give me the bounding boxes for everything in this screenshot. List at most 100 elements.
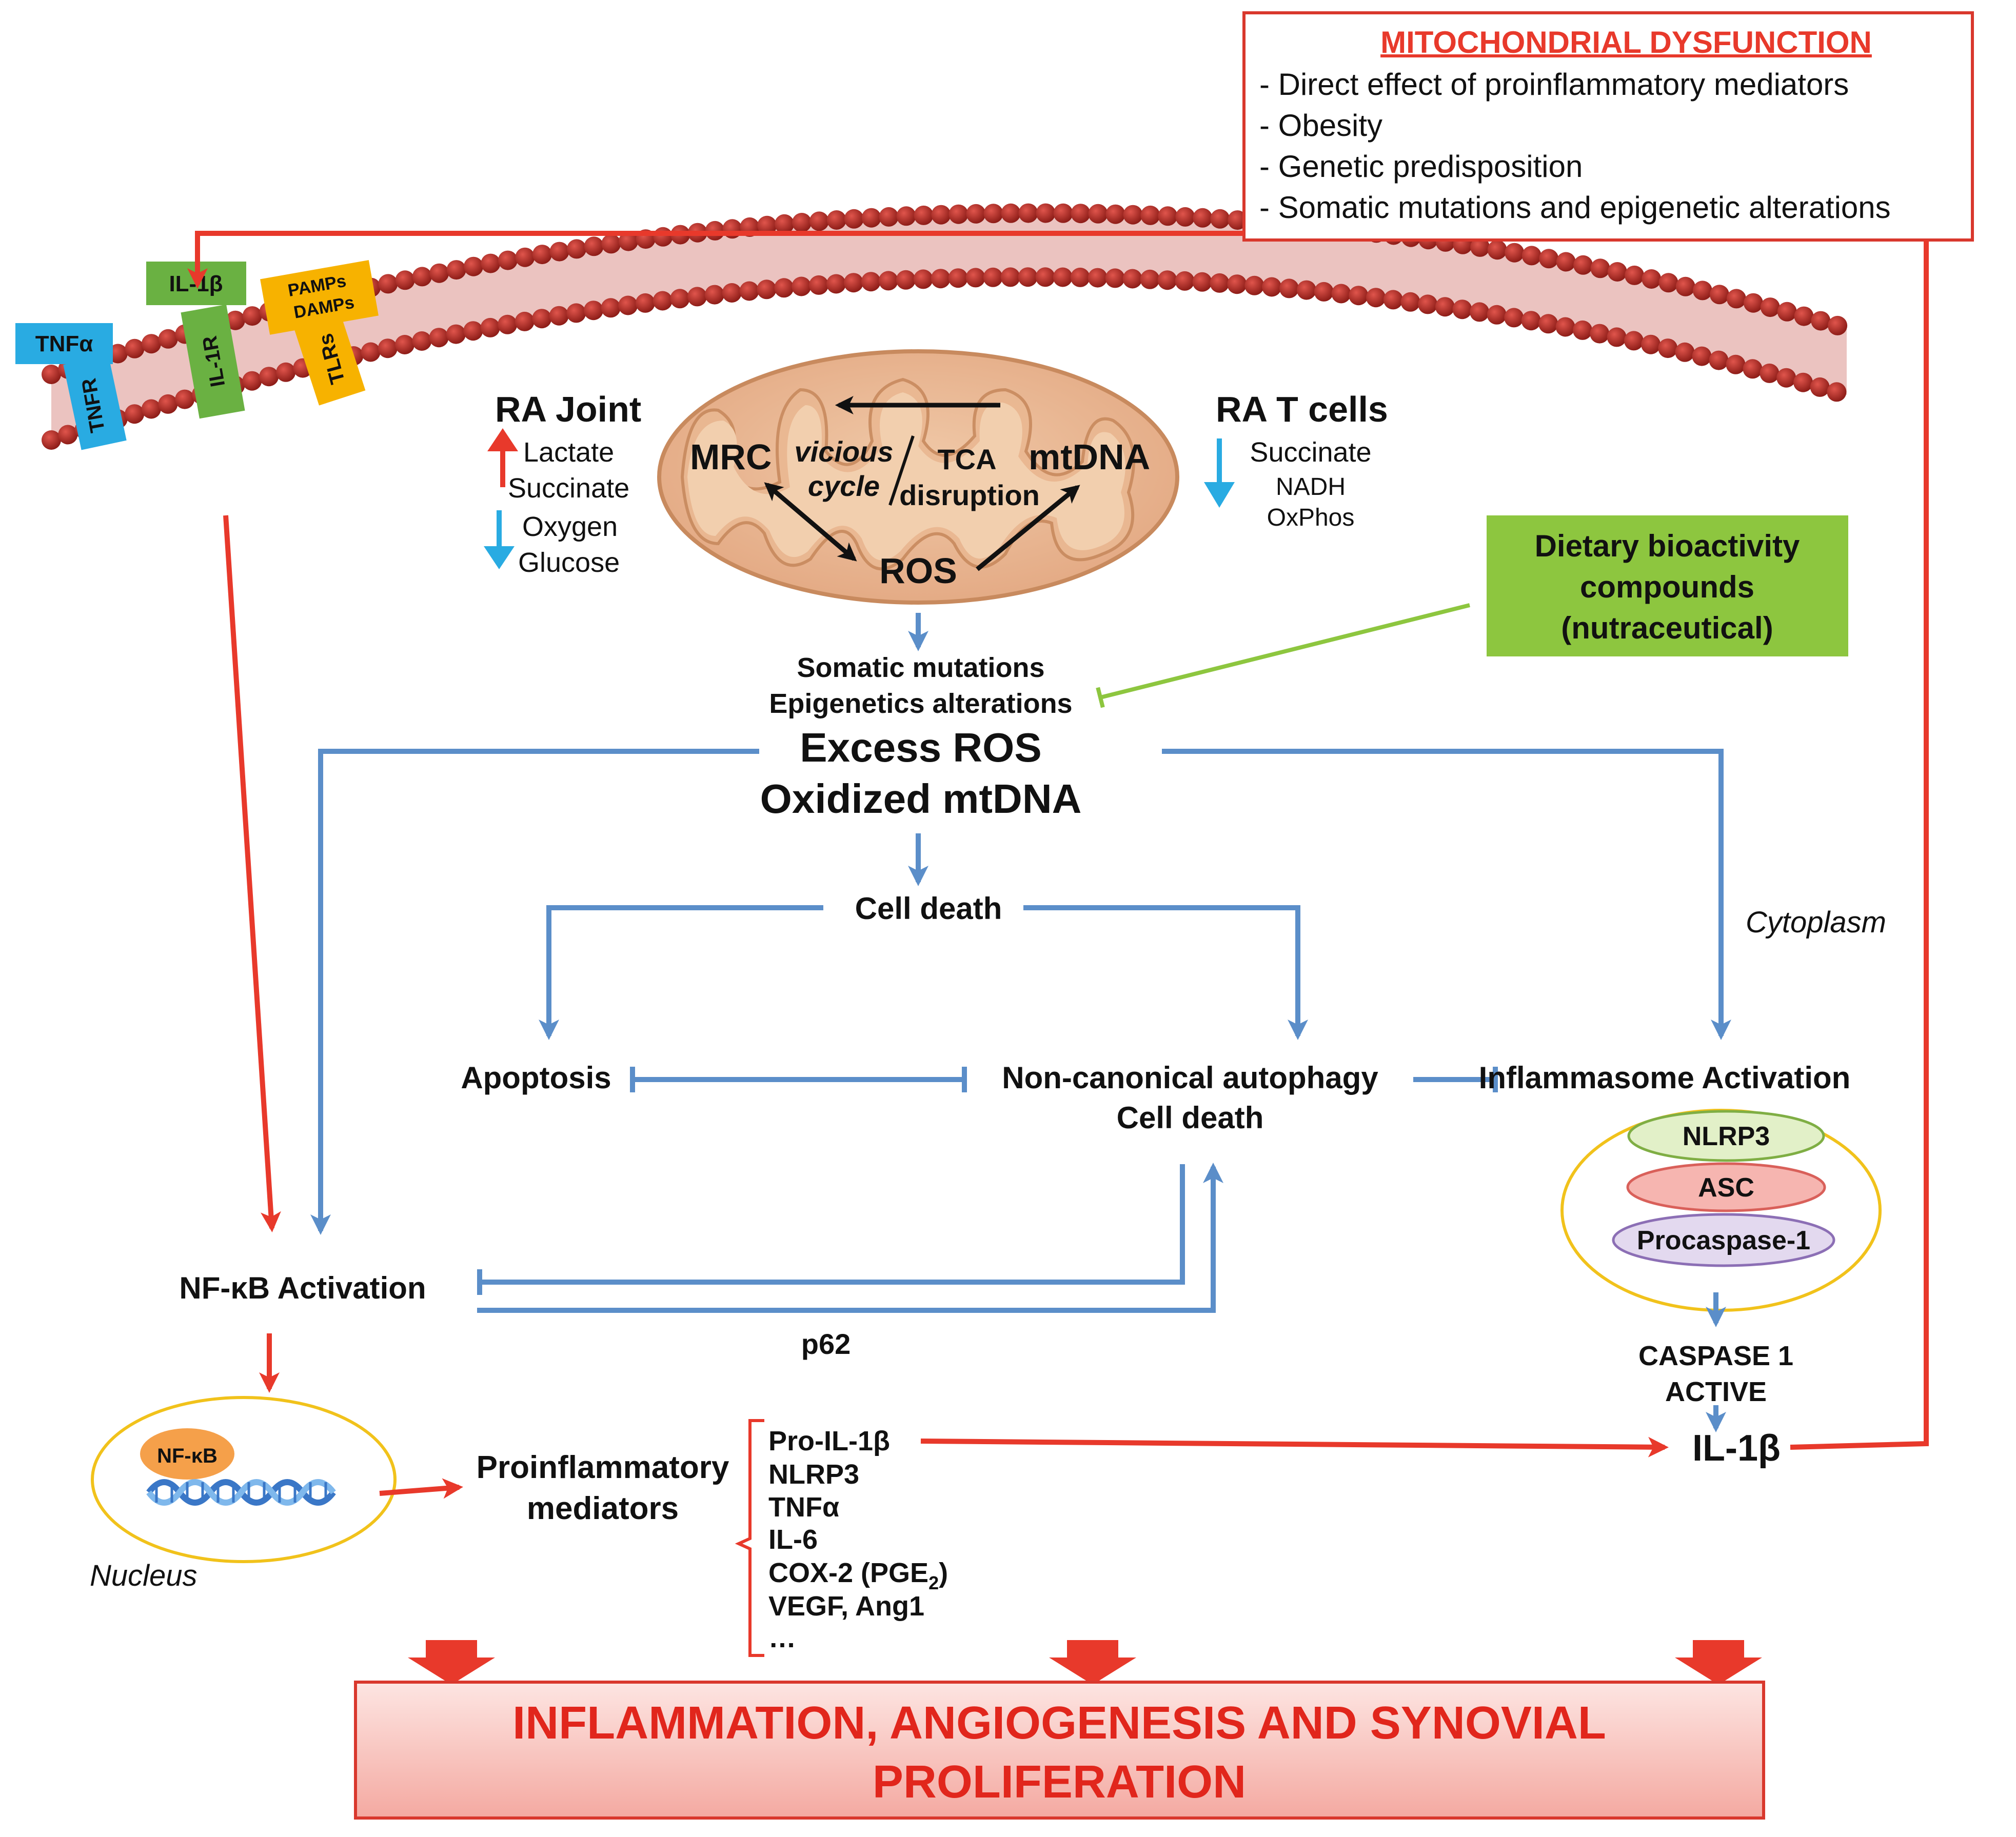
membrane-bead [861, 208, 881, 228]
membrane-bead [1088, 268, 1108, 288]
membrane-bead [1140, 269, 1160, 289]
membrane-bead [463, 321, 483, 341]
membrane-bead [1625, 265, 1645, 285]
membrane-bead [1210, 273, 1230, 293]
membrane-bead [429, 328, 449, 348]
membrane-bead [1658, 273, 1678, 293]
nucleus-to-mediators-arrow [379, 1478, 463, 1499]
membrane-bead [395, 335, 414, 354]
ra-joint-up-item: Succinate [508, 473, 629, 504]
membrane-bead [242, 371, 262, 391]
proinflammatory-line2: mediators [527, 1491, 679, 1526]
membrane-bead [792, 276, 812, 296]
tca-label: TCA [937, 443, 996, 475]
membrane-bead [532, 309, 552, 329]
membrane-bead [1642, 269, 1662, 289]
membrane-bead [583, 301, 603, 321]
membrane-bead [1811, 311, 1831, 331]
membrane-bead [1123, 205, 1143, 225]
membrane-bead [1692, 281, 1712, 301]
cell-death-label: Cell death [855, 891, 1002, 926]
membrane-bead [618, 295, 638, 315]
membrane-bead [1262, 277, 1282, 297]
dietary-box: Dietary bioactivity compounds (nutraceut… [1487, 515, 1848, 656]
membrane-bead [913, 269, 933, 289]
down-arrow-icon [1204, 438, 1235, 508]
membrane-bead [1105, 204, 1125, 224]
disruption-label: disruption [899, 479, 1040, 511]
mito-box-item: - Direct effect of proinflammatory media… [1259, 67, 1849, 102]
membrane-bead [158, 394, 178, 414]
ra-joint-panel: RA Joint Lactate Succinate Oxygen Glucos… [484, 389, 641, 578]
oxidized-mtdna-label: Oxidized mtDNA [760, 776, 1082, 822]
cycle-label: cycle [808, 470, 880, 502]
membrane-bead [1228, 210, 1248, 230]
membrane-bead [809, 275, 829, 295]
final-arrow-center [1049, 1640, 1136, 1685]
membrane-bead [965, 268, 985, 288]
procaspase-label: Procaspase-1 [1637, 1226, 1810, 1255]
down-arrow-icon [484, 510, 515, 569]
membrane-bead [1743, 293, 1763, 313]
membrane-bead [1470, 237, 1490, 257]
membrane-bead [948, 204, 969, 224]
membrane-bead [1556, 252, 1576, 272]
mediator-item: NLRP3 [768, 1459, 859, 1490]
membrane-bead [1157, 270, 1177, 290]
vicious-cycle-divider [888, 435, 915, 506]
ra-joint-down-item: Oxygen [522, 511, 618, 542]
membrane-bead [58, 425, 78, 445]
mediator-item-cox2: COX-2 (PGE2) [768, 1558, 948, 1593]
membrane-bead [1036, 203, 1056, 223]
membrane-bead [1122, 269, 1142, 289]
membrane-bead [1035, 267, 1055, 287]
mito-box-title: MITOCHONDRIAL DYSFUNCTION [1380, 25, 1872, 59]
membrane-bead [1776, 368, 1796, 388]
membrane-bead [1053, 203, 1073, 223]
membrane-bead [739, 281, 759, 301]
membrane-bead [931, 205, 951, 225]
inflammasome-title: Inflammasome Activation [1479, 1061, 1851, 1095]
cell-death-to-apoptosis-arrow [539, 905, 823, 1040]
membrane-bead [1624, 331, 1644, 351]
membrane-bead [446, 324, 466, 344]
membrane-bead [276, 362, 296, 382]
membrane-bead [1726, 289, 1746, 309]
membrane-bead [549, 242, 569, 262]
membrane-bead [429, 263, 449, 283]
ra-tcells-item: OxPhos [1267, 504, 1355, 531]
ra-tcells-title: RA T cells [1216, 389, 1388, 429]
membrane-bead [1538, 314, 1558, 334]
membrane-bead [412, 331, 432, 351]
membrane-bead [705, 221, 725, 241]
proinflammatory-line1: Proinflammatory [477, 1450, 729, 1485]
membrane-bead [125, 404, 145, 424]
cox2-close: ) [939, 1558, 948, 1588]
apoptosis-label: Apoptosis [461, 1061, 611, 1095]
receptor-to-nfkb-arrow [223, 515, 281, 1232]
membrane-bead [826, 210, 846, 230]
noncanonical-line1: Non-canonical autophagy [1002, 1061, 1378, 1095]
mito-box-item: - Obesity [1259, 108, 1382, 143]
membrane-bead [515, 311, 535, 331]
membrane-bead [1070, 267, 1090, 287]
membrane-bead [1793, 372, 1813, 392]
membrane-bead [1521, 246, 1541, 266]
membrane-bead [1692, 346, 1712, 366]
membrane-bead [1641, 334, 1661, 354]
mediator-item: … [768, 1623, 796, 1653]
membrane-bead [361, 342, 381, 362]
membrane-bead [412, 267, 432, 287]
excess-ros-to-nfkb-arrow [310, 749, 759, 1235]
ra-joint-title: RA Joint [495, 389, 641, 429]
membrane-bead [1470, 302, 1490, 322]
membrane-bead [225, 310, 245, 330]
mtdna-label: mtDNA [1029, 437, 1150, 477]
mito-box-item: - Somatic mutations and epigenetic alter… [1259, 190, 1891, 225]
membrane-bead [1192, 272, 1212, 292]
membrane-bead [1743, 359, 1763, 379]
membrane-bead [757, 215, 777, 235]
ra-tcells-item: NADH [1276, 473, 1346, 501]
dietary-inhibition-line [1096, 603, 1470, 708]
membrane-bead [653, 227, 673, 247]
